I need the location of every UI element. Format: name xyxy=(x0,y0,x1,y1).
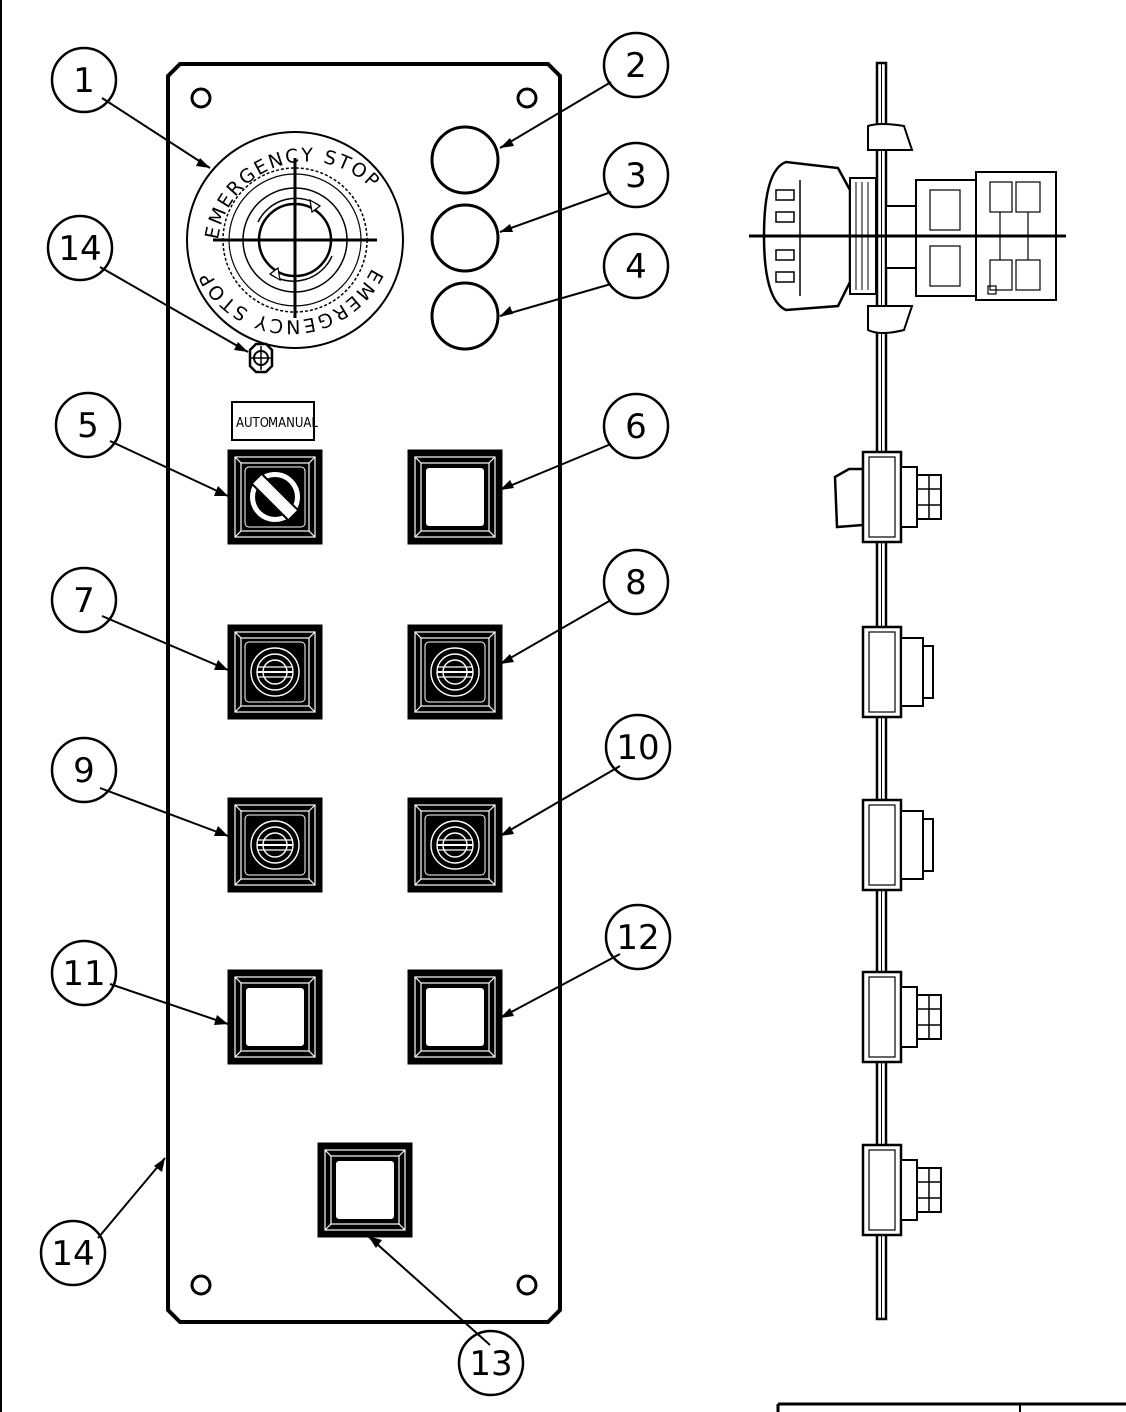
pushbutton-13 xyxy=(319,1144,411,1236)
svg-text:11: 11 xyxy=(62,954,105,994)
svg-text:4: 4 xyxy=(625,247,647,287)
selector-legend-plate: AUTO MANUAL xyxy=(231,401,318,441)
callout-13: 13 xyxy=(457,1329,525,1397)
selector-switch-5 xyxy=(227,449,323,545)
callout-2: 2 xyxy=(602,31,670,99)
pilot-light-4 xyxy=(430,281,500,351)
pushbutton-8 xyxy=(409,626,501,718)
callout-12: 12 xyxy=(604,903,672,971)
svg-text:6: 6 xyxy=(625,407,647,447)
svg-text:9: 9 xyxy=(73,751,95,791)
svg-text:3: 3 xyxy=(625,156,647,196)
pushbutton-7 xyxy=(229,626,321,718)
callout-7: 7 xyxy=(50,566,118,634)
side-view xyxy=(749,61,1066,1321)
pushbutton-6 xyxy=(409,451,501,543)
svg-text:8: 8 xyxy=(625,563,647,603)
callout-8: 8 xyxy=(602,548,670,616)
pushbutton-10 xyxy=(409,799,501,891)
callout-14-panel: 14 xyxy=(39,1219,107,1287)
callout-3: 3 xyxy=(602,141,670,209)
pilot-light-2 xyxy=(430,125,500,195)
callout-9: 9 xyxy=(50,736,118,804)
svg-text:7: 7 xyxy=(73,581,95,621)
svg-text:10: 10 xyxy=(616,728,659,768)
callout-leaders xyxy=(97,81,621,1346)
svg-text:12: 12 xyxy=(616,918,659,958)
callout-1: 1 xyxy=(50,46,118,114)
mounting-hole xyxy=(516,87,538,109)
callout-6: 6 xyxy=(602,392,670,460)
svg-text:14: 14 xyxy=(58,229,101,269)
mounting-hole xyxy=(190,1274,212,1296)
selector-side-profile xyxy=(833,450,943,544)
emergency-stop-button: EMERGENCY STOP EMERGENCY STOP xyxy=(186,131,404,349)
ground-stud xyxy=(248,342,274,374)
callout-4: 4 xyxy=(602,232,670,300)
pushbutton-12 xyxy=(409,971,501,1063)
pushbutton-11 xyxy=(229,971,321,1063)
callout-5: 5 xyxy=(54,391,122,459)
pushbutton-side-profile xyxy=(861,798,935,892)
legend-auto: AUTO xyxy=(236,416,269,431)
estop-ring-text: EMERGENCY STOP xyxy=(201,145,385,242)
svg-text:14: 14 xyxy=(51,1234,94,1274)
pushbutton-side-profile xyxy=(861,1143,943,1237)
mounting-hole xyxy=(190,87,212,109)
title-block-fragment xyxy=(776,1402,1126,1412)
mounting-hole xyxy=(516,1274,538,1296)
svg-text:1: 1 xyxy=(73,61,95,101)
pushbutton-side-profile xyxy=(861,970,943,1064)
pilot-light-3 xyxy=(430,203,500,273)
callout-arrowheads xyxy=(154,138,514,1248)
svg-text:5: 5 xyxy=(77,406,99,446)
front-panel xyxy=(166,62,562,1324)
panel-outline xyxy=(166,62,562,1324)
svg-text:2: 2 xyxy=(625,46,647,86)
callout-11: 11 xyxy=(50,939,118,1007)
estop-side-profile xyxy=(749,123,1066,334)
pushbutton-side-profile xyxy=(861,625,935,719)
callout-14-stud: 14 xyxy=(46,214,114,282)
callout-10: 10 xyxy=(604,713,672,781)
pushbutton-9 xyxy=(229,799,321,891)
legend-manual: MANUAL xyxy=(268,416,318,431)
svg-text:13: 13 xyxy=(469,1344,512,1384)
